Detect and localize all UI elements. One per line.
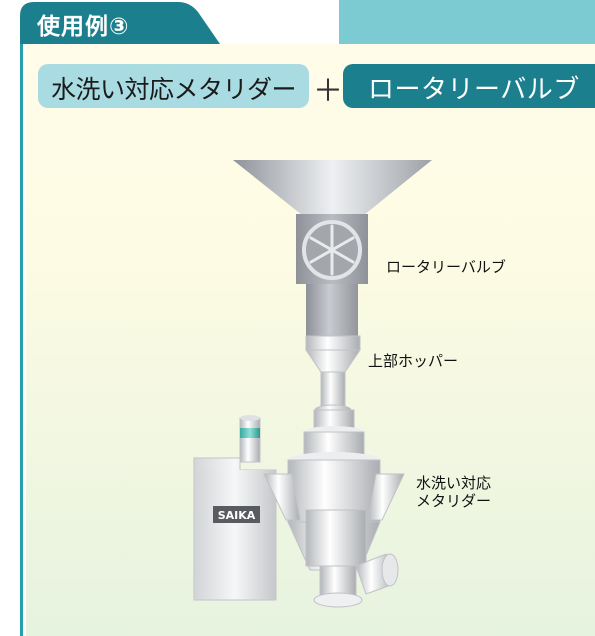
title-plus-sign: ＋: [313, 74, 343, 109]
brand-plate: [213, 506, 260, 523]
header-tab-shape: [20, 2, 220, 44]
rotor-icon: [309, 224, 355, 276]
content-frame-border: [20, 44, 23, 636]
header-accent-band: [339, 0, 595, 44]
brand-plate-text: SAIKA: [218, 509, 256, 522]
metering-feeder-body: [263, 409, 405, 608]
title-rotary-valve-label: ロータリーバルブ: [368, 75, 580, 105]
callout-rotary-valve: ロータリーバルブ: [386, 258, 506, 276]
callout-metering-line1: 水洗い対応: [416, 474, 492, 492]
header-tab-label: 使用例③: [37, 14, 130, 40]
feed-funnel: [233, 160, 432, 215]
control-box: [193, 457, 277, 601]
indicator-lamp: [239, 415, 261, 463]
callout-metering-feeder: 水洗い対応 メタリダー: [416, 474, 491, 510]
callout-metering-line2: メタリダー: [416, 492, 492, 510]
valve-down-pipe: [306, 284, 358, 338]
title-pill-metering: [38, 64, 309, 108]
callout-upper-hopper: 上部ホッパー: [368, 352, 459, 370]
title-metering-label: 水洗い対応メタリダー: [51, 75, 297, 104]
upper-hopper: [305, 335, 361, 416]
title-pill-rotary-valve: [343, 64, 595, 108]
